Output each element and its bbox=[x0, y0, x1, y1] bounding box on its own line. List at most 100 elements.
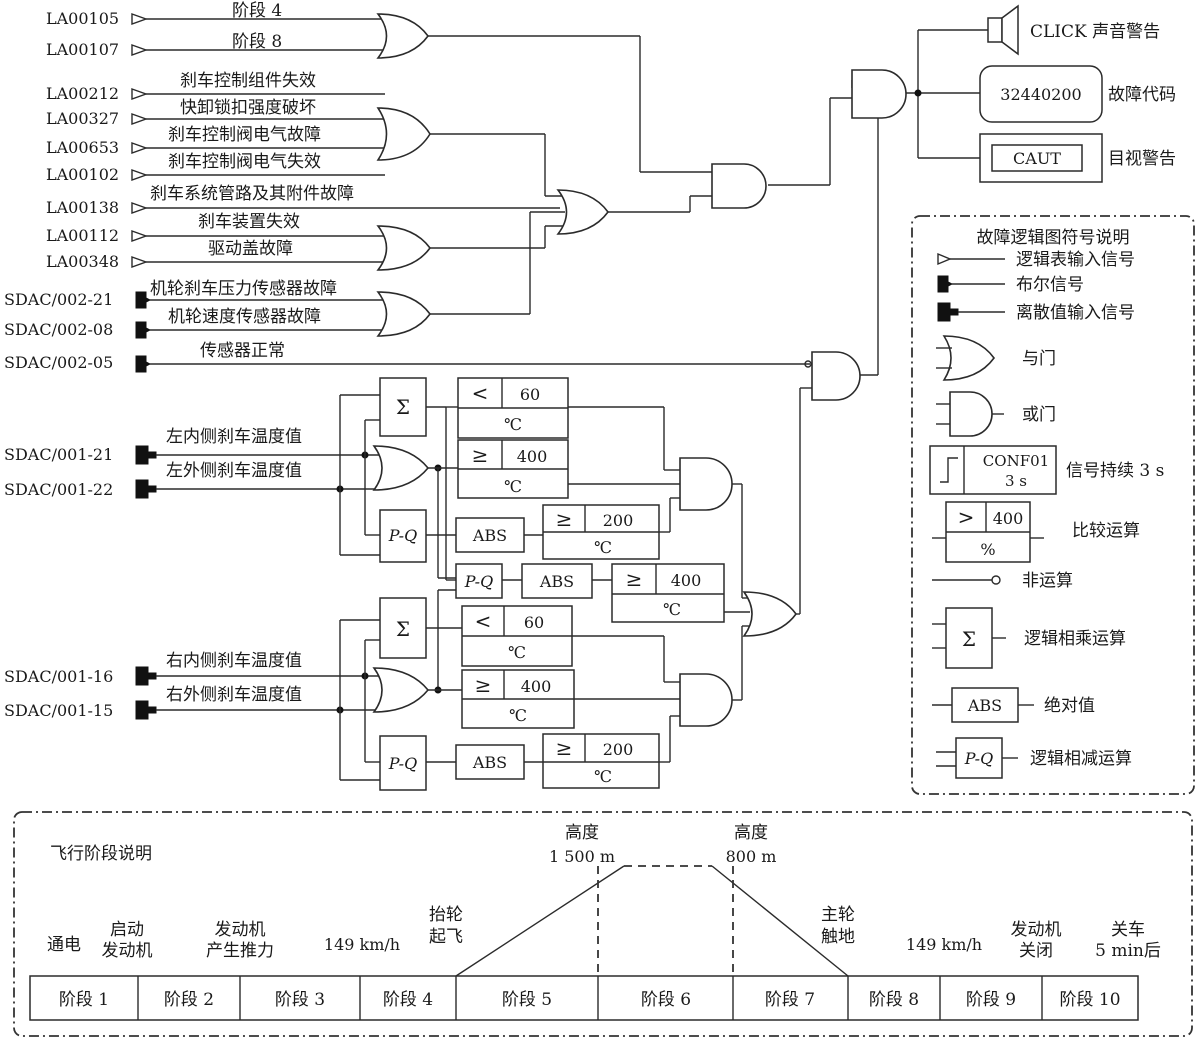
flight-phase-panel: 飞行阶段说明 阶段 1 阶段 2 阶段 3 阶段 4 阶段 5 阶段 6 阶段 … bbox=[13, 811, 1193, 1037]
abs-block bbox=[455, 744, 525, 780]
not-operator bbox=[804, 360, 812, 368]
visual-warning-inner bbox=[991, 144, 1083, 172]
sigma-block bbox=[379, 377, 427, 437]
input-code-la00102: LA00102 bbox=[46, 165, 119, 184]
or-gate bbox=[376, 225, 431, 271]
compare-op: ≥ bbox=[626, 567, 643, 591]
event-liftoff: 抬轮 bbox=[429, 905, 463, 925]
signal-label-la00348: 驱动盖故障 bbox=[208, 239, 293, 259]
compare-value: 400 bbox=[521, 677, 552, 696]
compare-op: ≥ bbox=[475, 673, 492, 697]
abs-symbol: ABS bbox=[472, 526, 507, 545]
legend-frame bbox=[911, 215, 1195, 795]
signal-label-la00653: 刹车控制阀电气故障 bbox=[168, 125, 321, 145]
input-code-sdac-001-22: SDAC/001-22 bbox=[4, 480, 113, 499]
legend-discrete: 离散值输入信号 bbox=[1016, 303, 1135, 323]
event-touchdown: 主轮 bbox=[821, 905, 855, 925]
signal-label-sdac-001-16: 右内侧刹车温度值 bbox=[166, 651, 302, 671]
compare-unit: ℃ bbox=[663, 600, 681, 619]
signal-label-sdac-001-15: 右外侧刹车温度值 bbox=[166, 685, 302, 705]
phase-label: 阶段 7 bbox=[765, 990, 815, 1010]
compare-unit: ℃ bbox=[509, 706, 527, 725]
phase-label: 阶段 2 bbox=[164, 990, 214, 1010]
input-code-sdac-001-21: SDAC/001-21 bbox=[4, 445, 113, 464]
or-gate bbox=[376, 291, 431, 337]
phase-label: 阶段 4 bbox=[383, 990, 433, 1010]
input-code-sdac-002-21: SDAC/002-21 bbox=[4, 290, 113, 309]
input-code-la00327: LA00327 bbox=[46, 109, 119, 128]
or-gate bbox=[372, 445, 430, 491]
or-gate bbox=[376, 13, 429, 59]
descent-line bbox=[711, 865, 849, 977]
phase-label: 阶段 3 bbox=[275, 990, 325, 1010]
phase-bar bbox=[29, 975, 1139, 1021]
phase-label: 阶段 10 bbox=[1059, 990, 1120, 1010]
bool-signal-icon bbox=[135, 355, 151, 373]
discrete-signal-icon bbox=[937, 302, 959, 322]
event-altitude: 高度 bbox=[734, 823, 768, 843]
signal-label-la00212: 刹车控制组件失效 bbox=[180, 71, 316, 91]
signal-label-sdac-001-22: 左外侧刹车温度值 bbox=[166, 461, 302, 481]
sound-warning-label: CLICK 声音警告 bbox=[1030, 22, 1160, 42]
logic-input-triangle bbox=[131, 142, 149, 154]
phase-label: 阶段 1 bbox=[59, 990, 109, 1010]
legend-abs: 绝对值 bbox=[1044, 696, 1095, 716]
abs-block bbox=[951, 687, 1019, 723]
signal-label-sdac-002-08: 机轮速度传感器故障 bbox=[168, 307, 321, 327]
or-gate bbox=[376, 107, 431, 161]
sigma-symbol: Σ bbox=[396, 617, 410, 641]
pq-symbol: P-Q bbox=[388, 754, 417, 773]
visual-warning-value: CAUT bbox=[1013, 149, 1061, 168]
discrete-signal-icon bbox=[135, 445, 157, 465]
pq-symbol: P-Q bbox=[388, 526, 417, 545]
sigma-symbol: Σ bbox=[396, 395, 410, 419]
fault-code-display bbox=[979, 65, 1103, 123]
pq-block bbox=[455, 563, 503, 599]
bool-signal-icon bbox=[135, 321, 151, 339]
signal-label-la00102: 刹车控制阀电气失效 bbox=[168, 152, 321, 172]
abs-symbol: ABS bbox=[539, 572, 574, 591]
discrete-signal-icon bbox=[135, 666, 157, 686]
compare-block-ge-400 bbox=[611, 563, 725, 623]
signal-descriptions: 阶段 4 阶段 8 刹车控制组件失效 快卸锁扣强度破坏 刹车控制阀电气故障 刹车… bbox=[150, 1, 354, 705]
input-code-la00348: LA00348 bbox=[46, 252, 119, 271]
cross-difference-logic: P-Q ABS ≥ 400 ℃ bbox=[437, 387, 812, 690]
conf-duration: 3 s bbox=[1005, 472, 1027, 490]
signal-label-sdac-001-21: 左内侧刹车温度值 bbox=[166, 427, 302, 447]
conf-block bbox=[929, 445, 1057, 495]
sigma-symbol: Σ bbox=[962, 627, 976, 651]
phase-label: 阶段 9 bbox=[966, 990, 1016, 1010]
discrete-signal-icon bbox=[135, 700, 157, 720]
legend-logic-input: 逻辑表输入信号 bbox=[1016, 250, 1135, 270]
compare-op: < bbox=[472, 381, 489, 405]
input-code-la00653: LA00653 bbox=[46, 138, 119, 157]
fault-code-value: 32440200 bbox=[1000, 85, 1081, 104]
logic-input-triangle bbox=[131, 113, 149, 125]
legend-or-gate: 或门 bbox=[1022, 405, 1056, 425]
fault-code-label: 故障代码 bbox=[1108, 85, 1176, 105]
compare-block-ge-200 bbox=[542, 733, 660, 789]
outputs: CLICK 声音警告 32440200 故障代码 CAUT 目视警告 bbox=[979, 4, 1176, 183]
gates-upper bbox=[376, 13, 907, 401]
compare-unit: ℃ bbox=[594, 538, 612, 557]
input-signals: LA00105 LA00107 LA00212 LA00327 LA00653 … bbox=[4, 9, 157, 720]
compare-unit: ℃ bbox=[504, 415, 522, 434]
logic-input-triangle bbox=[131, 169, 149, 181]
speaker-icon bbox=[987, 17, 1003, 43]
compare-unit: ℃ bbox=[594, 767, 612, 786]
legend-sub: 逻辑相减运算 bbox=[1030, 749, 1132, 769]
visual-warning-label: 目视警告 bbox=[1108, 149, 1176, 169]
input-code-la00212: LA00212 bbox=[46, 84, 119, 103]
pq-block bbox=[955, 737, 1003, 779]
event-thrust: 产生推力 bbox=[206, 941, 274, 961]
event-engine-off: 关闭 bbox=[1019, 941, 1053, 961]
abs-block bbox=[521, 563, 593, 599]
bool-signal-icon bbox=[135, 291, 151, 309]
or-gate bbox=[556, 189, 609, 235]
pq-block bbox=[379, 735, 427, 791]
event-engine-off: 发动机 bbox=[1011, 920, 1062, 940]
event-power: 通电 bbox=[47, 935, 81, 955]
temperature-logic-right: Σ P-Q < 60 ℃ ≥ 400 ℃ ABS ≥ 200 ℃ bbox=[156, 597, 750, 791]
or-gate bbox=[742, 591, 797, 637]
and-gate bbox=[679, 673, 733, 727]
